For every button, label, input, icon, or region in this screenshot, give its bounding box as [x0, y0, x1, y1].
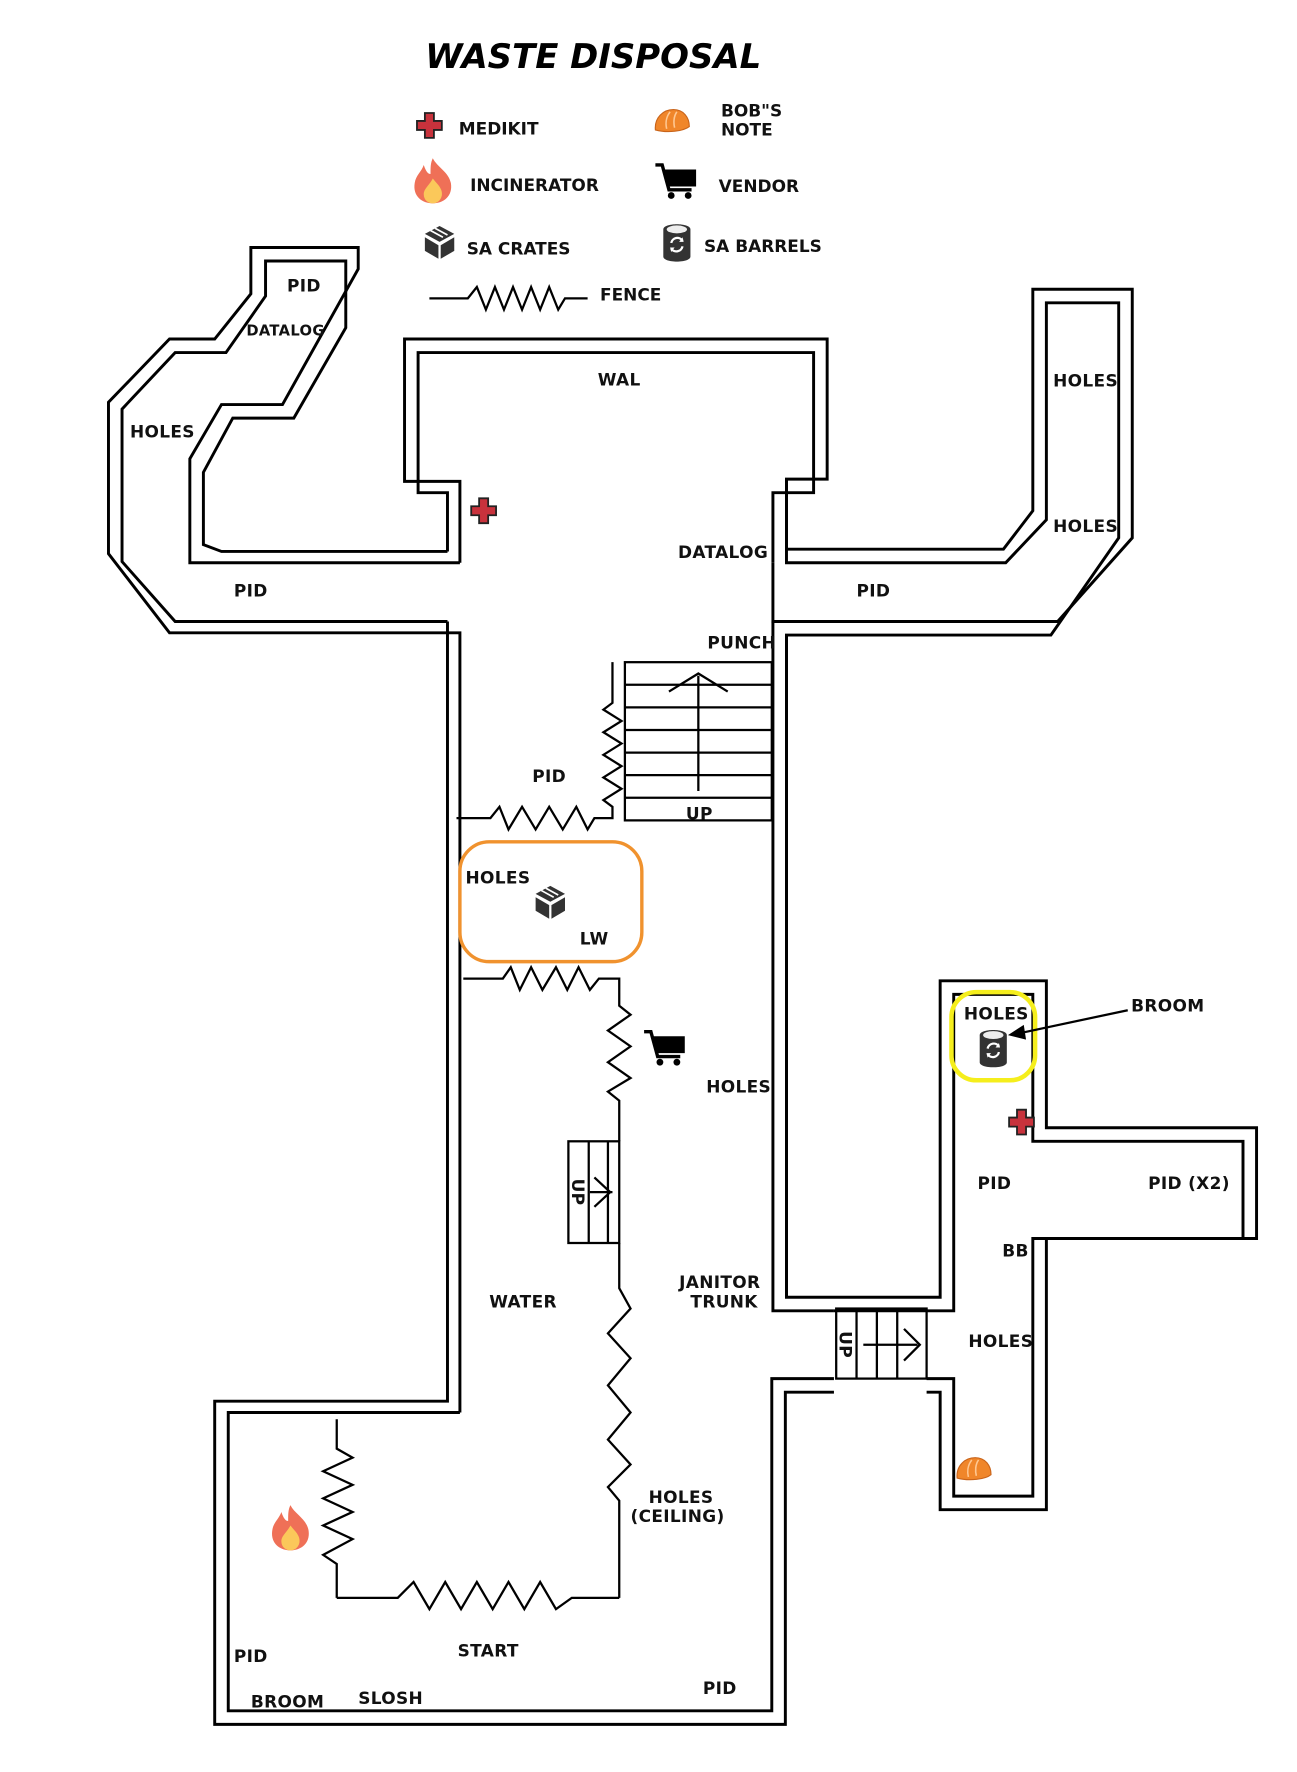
fence-incinerator — [320, 1419, 356, 1598]
legend-vendor-label: VENDOR — [719, 176, 799, 196]
legend-incinerator: INCINERATOR — [414, 158, 599, 204]
label-pid-x2: PID (X2) — [1148, 1173, 1230, 1193]
legend-sa-crates: SA CRATES — [424, 225, 571, 260]
ne-room-walls — [771, 287, 1134, 1298]
label-pid-fence: PID — [532, 766, 566, 786]
crate-icon — [534, 885, 566, 920]
label-pid-bottom-right: PID — [703, 1678, 737, 1698]
label-water: WATER — [489, 1291, 557, 1311]
medikit-icon — [416, 112, 443, 139]
label-lw: LW — [580, 929, 609, 949]
label-holes-ceiling-2: (CEILING) — [631, 1506, 725, 1526]
label-slosh: SLOSH — [358, 1688, 423, 1708]
helmet-icon — [956, 1456, 992, 1481]
arrow-right-icon — [903, 1328, 922, 1362]
cart-icon — [653, 163, 698, 201]
medikit-icon — [1008, 1108, 1035, 1136]
helmet-icon — [654, 108, 691, 133]
fence-lw-bottom — [463, 964, 633, 1142]
legend-medikit-label: MEDIKIT — [459, 118, 539, 138]
label-pid-bottom-left: PID — [234, 1646, 268, 1666]
label-holes-center: HOLES — [706, 1077, 771, 1097]
lw-highlight — [458, 840, 644, 964]
fire-icon — [414, 158, 452, 204]
stairs-mid — [567, 1140, 621, 1245]
medikit-icon — [470, 497, 497, 525]
fence-icon — [429, 283, 588, 313]
label-wal: WAL — [598, 369, 641, 389]
broom-callout — [1007, 1009, 1128, 1040]
label-pid-left-corridor: PID — [234, 581, 268, 601]
map-title: WASTE DISPOSAL — [425, 37, 761, 76]
barrel-highlight — [949, 989, 1038, 1083]
label-pid-east: PID — [977, 1173, 1011, 1193]
map-labels: PID DATALOG HOLES WAL DATALOG HOLES HOLE… — [130, 276, 1230, 1712]
barrel-icon — [978, 1028, 1008, 1069]
fence-bottom — [336, 1579, 620, 1612]
legend-incinerator-label: INCINERATOR — [470, 175, 599, 195]
legend-fence-label: FENCE — [600, 285, 661, 305]
label-pid-right-corridor: PID — [857, 581, 891, 601]
crate-icon — [424, 225, 456, 260]
label-broom-callout: BROOM — [1131, 995, 1204, 1015]
label-holes-ceiling-1: HOLES — [649, 1487, 714, 1507]
label-janitor-2: TRUNK — [690, 1291, 758, 1311]
legend-bobs-note-label-2: NOTE — [721, 120, 773, 140]
label-stairs-up-mid: UP — [568, 1179, 588, 1206]
label-nw-holes: HOLES — [130, 421, 195, 441]
legend-bobs-note: BOB"S NOTE — [654, 100, 782, 140]
label-punch: PUNCH — [707, 633, 776, 653]
central-walls — [213, 621, 1259, 1726]
fence-water-east — [606, 1242, 633, 1598]
fire-icon — [272, 1505, 309, 1551]
label-start: START — [458, 1641, 519, 1661]
label-bb: BB — [1002, 1241, 1029, 1261]
label-datalog-center: DATALOG — [678, 542, 768, 562]
legend-sa-crates-label: SA CRATES — [467, 238, 571, 258]
label-nw-pid: PID — [287, 276, 321, 296]
nw-room-walls — [107, 246, 829, 1413]
label-lw-holes: HOLES — [466, 868, 531, 888]
label-holes-east: HOLES — [968, 1331, 1033, 1351]
legend-fence: FENCE — [429, 283, 661, 313]
legend-sa-barrels: SA BARRELS — [662, 223, 822, 263]
label-nw-datalog: DATALOG — [246, 323, 324, 340]
legend-bobs-note-label-1: BOB"S — [721, 100, 782, 120]
legend: MEDIKIT BOB"S NOTE INCINERATOR VENDOR SA… — [414, 100, 822, 313]
legend-vendor: VENDOR — [653, 163, 799, 201]
legend-sa-barrels-label: SA BARRELS — [704, 236, 822, 256]
label-holes-barrel: HOLES — [964, 1003, 1029, 1023]
label-ne-holes-bottom: HOLES — [1053, 516, 1118, 536]
fences — [320, 662, 633, 1612]
stairs-east — [835, 1307, 928, 1380]
barrel-icon — [662, 223, 692, 263]
label-ne-holes-top: HOLES — [1053, 370, 1118, 390]
label-janitor-1: JANITOR — [678, 1272, 760, 1292]
fence-upper — [456, 662, 624, 832]
cart-icon — [642, 1029, 687, 1068]
label-broom-bottom: BROOM — [251, 1691, 324, 1711]
legend-medikit: MEDIKIT — [416, 112, 539, 139]
stairs-punch — [623, 661, 773, 822]
label-stairs-up-east: UP — [836, 1331, 856, 1358]
label-stairs-up-top: UP — [686, 803, 713, 823]
